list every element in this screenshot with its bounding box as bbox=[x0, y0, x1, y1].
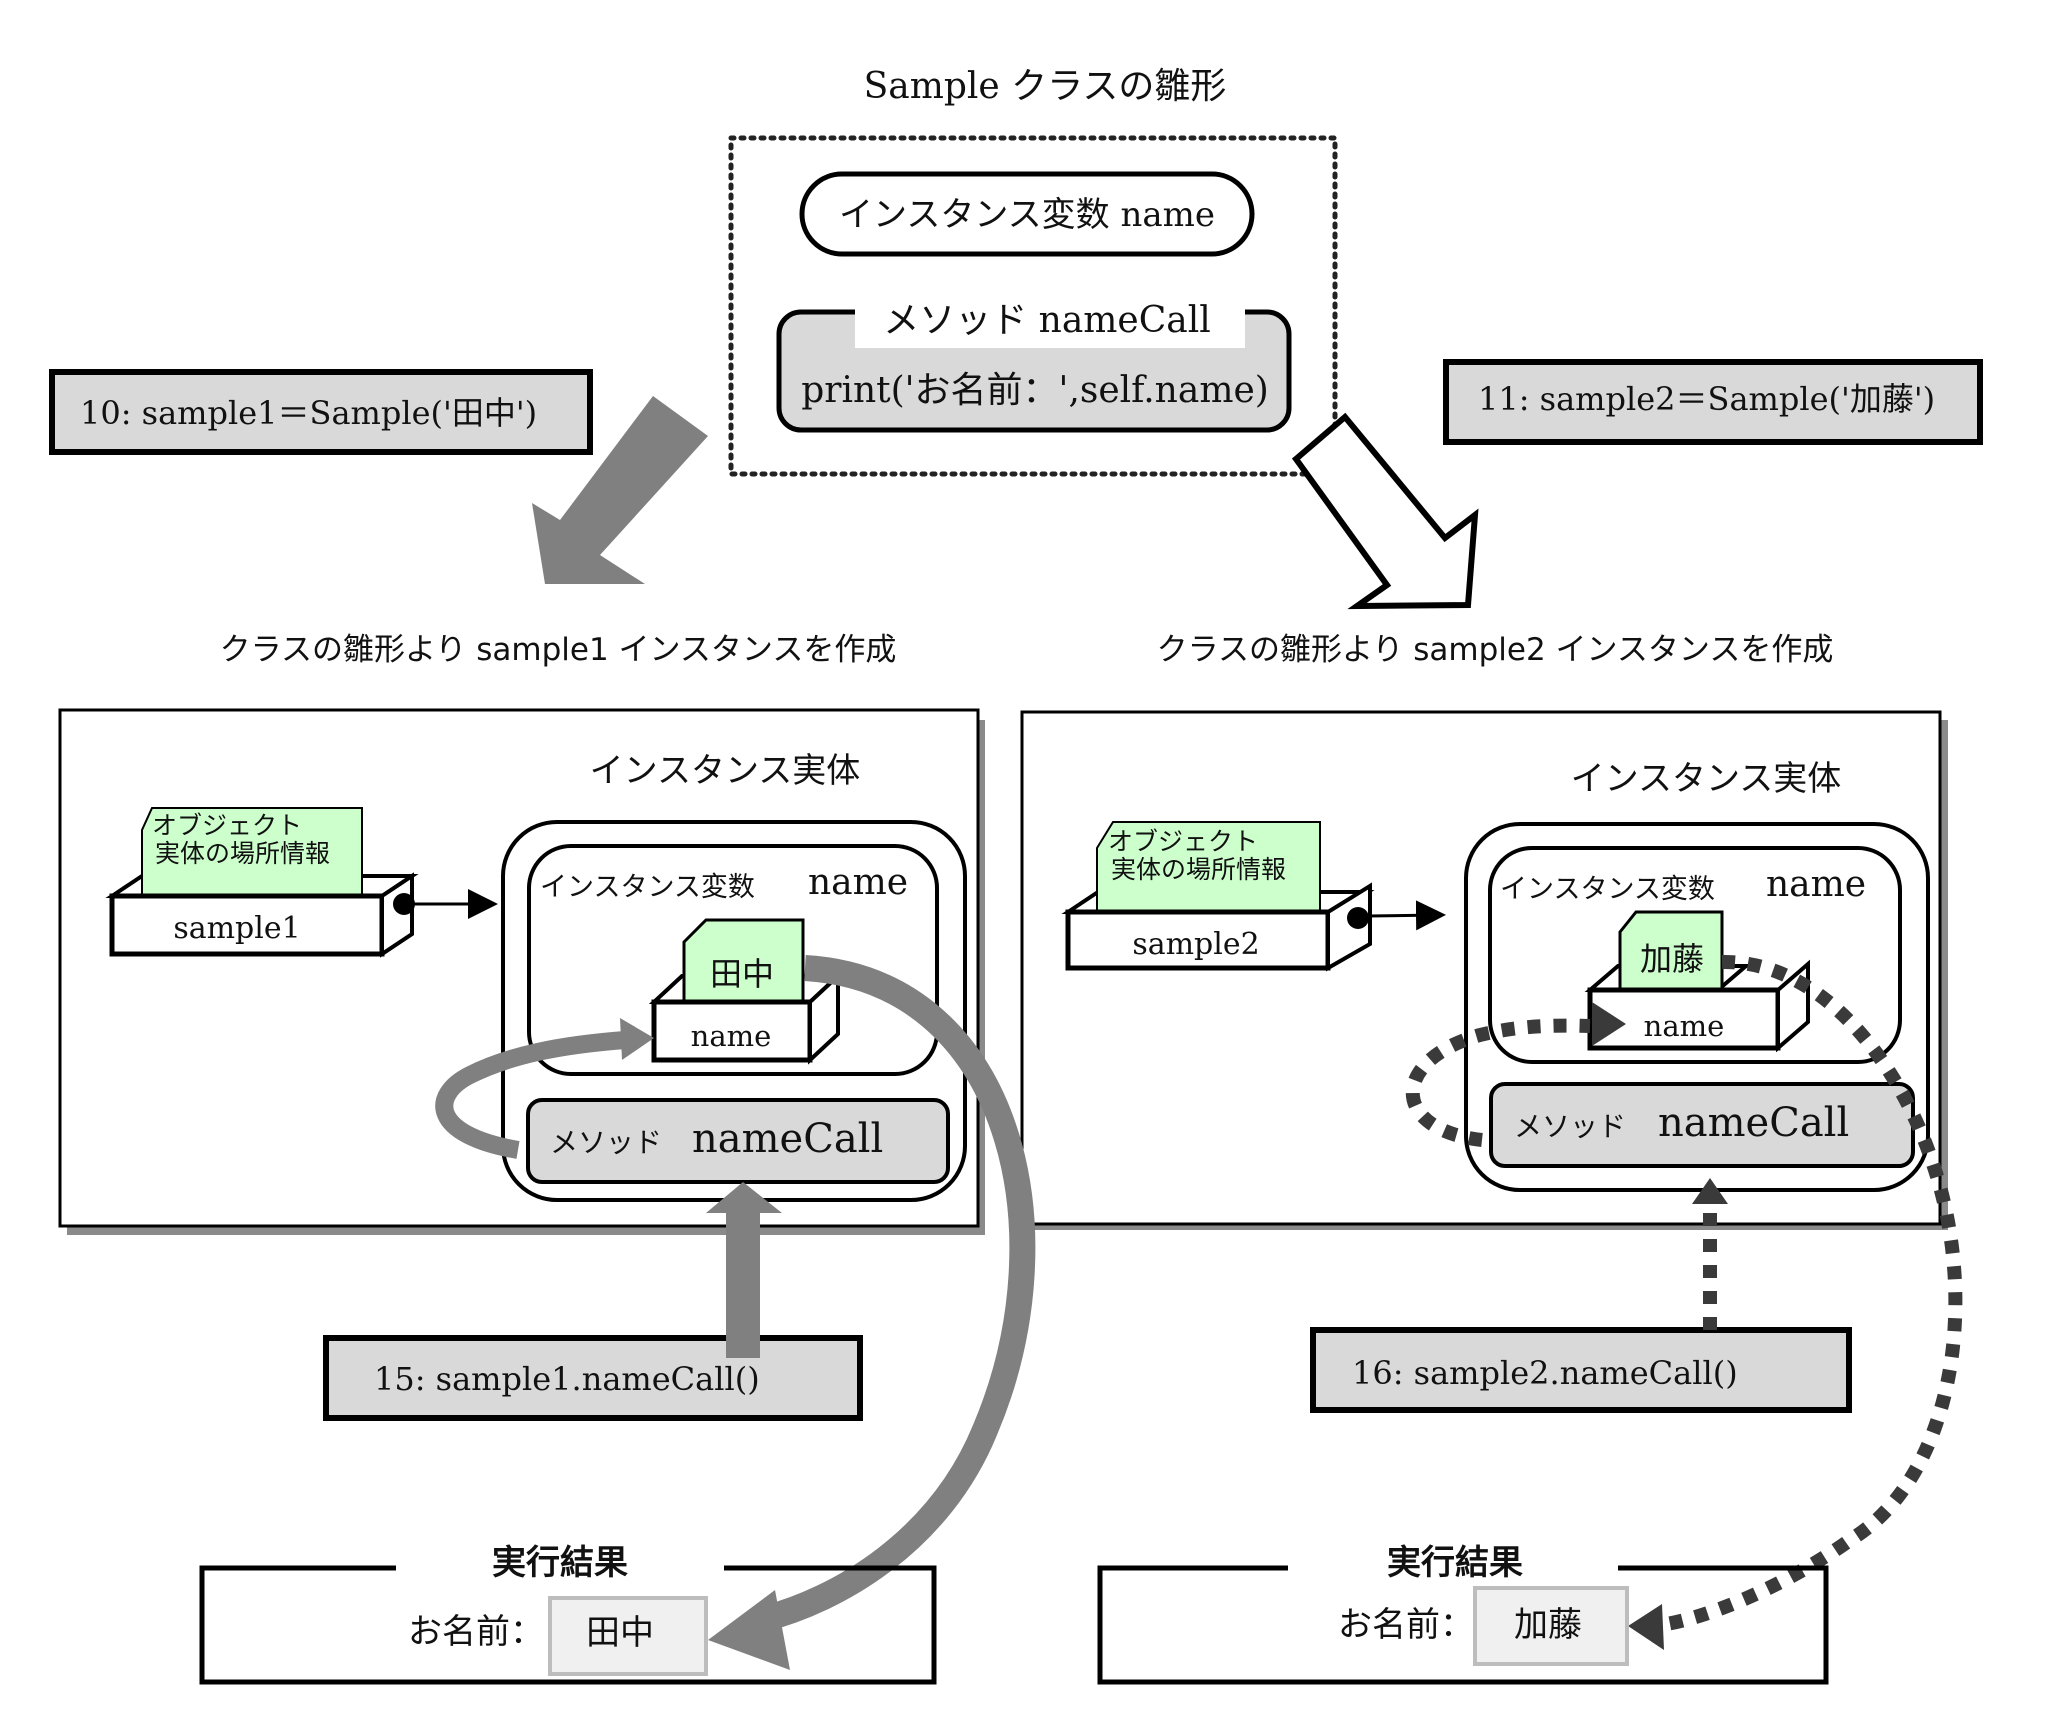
sample2-result-title: 実行結果 bbox=[1387, 1543, 1523, 1583]
class-method-title-bg bbox=[855, 298, 1245, 348]
class-method-body: print('お名前：',self.name) bbox=[801, 370, 1269, 411]
sample1-note-line1: オブジェクト bbox=[152, 811, 302, 840]
sample1-access-arrow-head-icon bbox=[620, 1018, 654, 1060]
sample1-method-name: nameCall bbox=[692, 1116, 883, 1162]
code-box-line11: 11: sample2＝Sample('加藤') bbox=[1443, 359, 1983, 445]
sample1-method-caption: メソッド bbox=[550, 1126, 662, 1159]
class-template-title: Sample クラスの雛形 bbox=[864, 66, 1227, 107]
sample1-box-label: name bbox=[691, 1019, 772, 1053]
sample2-pointer-arrow bbox=[1367, 900, 1446, 931]
sample2-result-label: お名前： bbox=[1338, 1605, 1474, 1645]
sample1-output-arrow bbox=[756, 955, 1036, 1633]
sample2-flow-arrows bbox=[1405, 954, 1963, 1650]
sample1-note bbox=[141, 807, 363, 897]
sample1-pointer-dot bbox=[393, 893, 415, 915]
sample2-result-value: 加藤 bbox=[1514, 1605, 1582, 1645]
sample1-instance-var-caption: インスタンス変数 bbox=[540, 872, 755, 903]
sample1-caption: クラスの雛形より sample1 インスタンスを作成 bbox=[220, 632, 897, 668]
sample2-reference-box: オブジェクト 実体の場所情報 sample2 bbox=[1061, 821, 1446, 972]
sample1-reference-box: オブジェクト 実体の場所情報 sample1 bbox=[105, 807, 498, 958]
sample2-value-note bbox=[1618, 910, 1724, 992]
sample2-pointer-dot bbox=[1347, 907, 1369, 929]
sample2-box-label: name bbox=[1644, 1009, 1725, 1043]
sample2-instance-var-caption: インスタンス変数 bbox=[1500, 874, 1715, 905]
outline-creation-arrow-icon bbox=[1291, 412, 1479, 610]
code-line16-text: 16: sample2.nameCall() bbox=[1352, 1354, 1738, 1392]
class-method-label: メソッド nameCall bbox=[883, 300, 1211, 341]
sample1-variable-name: sample1 bbox=[173, 911, 300, 946]
sample1-flow-arrows bbox=[435, 955, 1036, 1670]
sample1-call-arrow-shaft bbox=[726, 1206, 760, 1358]
sample2-result-value-box bbox=[1473, 1586, 1629, 1666]
sample1-call-arrow-head-icon bbox=[706, 1182, 782, 1213]
class-template: Sample クラスの雛形 インスタンス変数 name メソッド nameCal… bbox=[728, 66, 1338, 477]
code-line10-text: 10: sample1＝Sample('田中') bbox=[80, 394, 537, 432]
sample2-instance-var-name: name bbox=[1766, 864, 1866, 905]
class-instance-var-label: インスタンス変数 name bbox=[839, 195, 1215, 235]
sample1-note-line2: 実体の場所情報 bbox=[155, 839, 330, 868]
sample2-output-arrow bbox=[1659, 954, 1963, 1632]
sample2-method-caption: メソッド bbox=[1514, 1110, 1626, 1143]
sample1-instance-var-name: name bbox=[808, 862, 908, 903]
code-line15-text: 15: sample1.nameCall() bbox=[374, 1360, 760, 1398]
sample1-result-box: 実行結果 お名前： 田中 bbox=[199, 1543, 937, 1685]
sample1-panel: インスタンス実体 オブジェクト 実体の場所情報 sample1 インスタンス変数… bbox=[58, 708, 985, 1235]
sample1-entity-title: インスタンス実体 bbox=[590, 751, 861, 791]
sample2-method-name: nameCall bbox=[1658, 1100, 1849, 1146]
sample2-access-arrow-head-icon bbox=[1592, 1002, 1626, 1046]
code-box-line15: 15: sample1.nameCall() bbox=[323, 1335, 863, 1421]
sample2-note bbox=[1096, 821, 1321, 913]
sample1-value: 田中 bbox=[710, 955, 774, 993]
sample2-variable-name: sample2 bbox=[1132, 927, 1259, 962]
sample2-result-box: 実行結果 お名前： 加藤 bbox=[1097, 1543, 1829, 1685]
sample1-result-title: 実行結果 bbox=[492, 1543, 628, 1583]
sample1-result-value-box bbox=[548, 1596, 708, 1676]
sample2-value: 加藤 bbox=[1640, 940, 1704, 978]
sample1-value-note bbox=[682, 918, 805, 1004]
code-box-line10: 10: sample1＝Sample('田中') bbox=[49, 369, 593, 455]
code-line11-text: 11: sample2＝Sample('加藤') bbox=[1478, 380, 1935, 418]
solid-creation-arrow-icon bbox=[532, 396, 708, 584]
sample2-value-box: 加藤 name bbox=[1584, 910, 1810, 1053]
sample2-panel: インスタンス実体 オブジェクト 実体の場所情報 sample2 インスタンス変数… bbox=[1020, 710, 1948, 1230]
sample2-note-line2: 実体の場所情報 bbox=[1111, 855, 1286, 884]
code-box-line16: 16: sample2.nameCall() bbox=[1310, 1327, 1852, 1413]
sample2-output-arrow-head-icon bbox=[1628, 1604, 1664, 1650]
class-instance-var-pill bbox=[799, 171, 1255, 257]
sample2-note-line1: オブジェクト bbox=[1108, 827, 1258, 856]
sample1-output-arrow-head-icon bbox=[708, 1590, 790, 1670]
sample2-entity-title: インスタンス実体 bbox=[1571, 759, 1842, 799]
sample2-call-arrow-head-icon bbox=[1692, 1178, 1728, 1204]
sample1-result-value: 田中 bbox=[586, 1613, 654, 1653]
class-template-frame bbox=[728, 135, 1338, 477]
sample2-caption: クラスの雛形より sample2 インスタンスを作成 bbox=[1157, 632, 1834, 668]
sample1-result-label: お名前： bbox=[408, 1612, 544, 1652]
sample1-access-arrow bbox=[435, 1031, 626, 1159]
sample1-method-box bbox=[526, 1098, 950, 1184]
sample1-value-box: 田中 name bbox=[648, 918, 844, 1065]
sample2-access-arrow bbox=[1405, 1018, 1591, 1147]
